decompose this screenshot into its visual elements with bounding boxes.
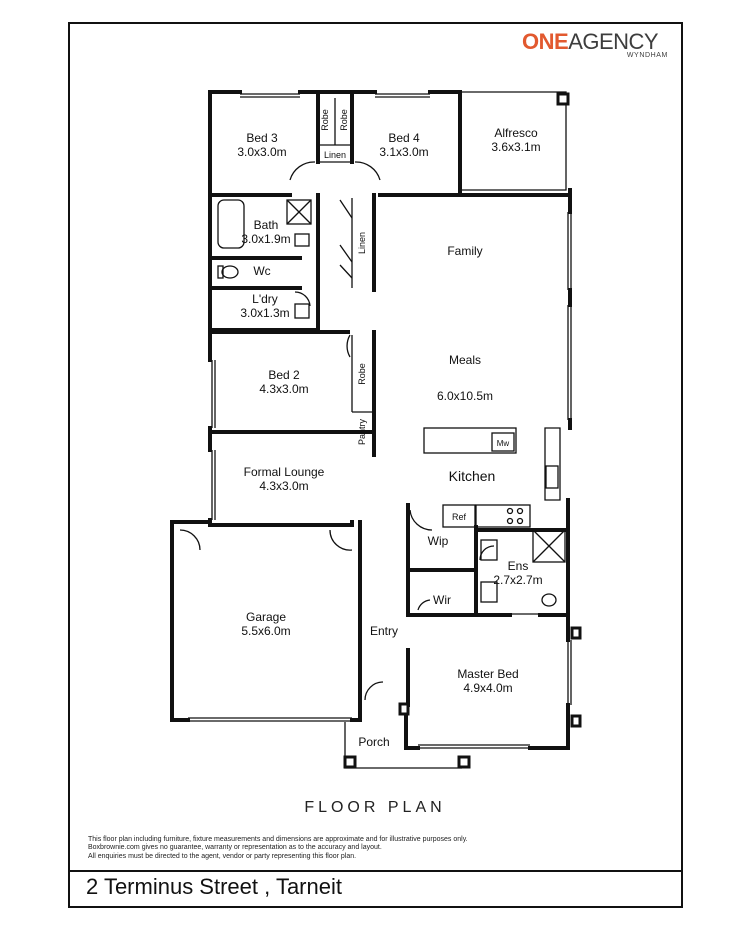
pantry-label: Pantry: [357, 419, 367, 446]
disclaimer-line: All enquiries must be directed to the ag…: [88, 852, 357, 860]
room-wc: Wc: [244, 264, 280, 278]
room-formal-lounge-name: Formal Lounge: [243, 465, 325, 479]
room-master-bed-name: Master Bed: [457, 667, 519, 681]
logo-one: ONE: [522, 29, 569, 54]
room-laundry: L'dry 3.0x1.3m: [236, 292, 294, 320]
room-bed-2: Bed 2 4.3x3.0m: [252, 368, 316, 396]
room-bath: Bath 3.0x1.9m: [238, 218, 294, 246]
room-entry-name: Entry: [369, 624, 398, 638]
room-master-bed-size: 4.9x4.0m: [463, 681, 513, 695]
room-bath-size: 3.0x1.9m: [241, 232, 291, 246]
room-meals: Meals: [428, 353, 502, 367]
footer-divider: [68, 870, 683, 872]
linen-hall-label: Linen: [323, 150, 347, 160]
room-bed-3-size: 3.0x3.0m: [237, 145, 287, 159]
room-ensuite: Ens 2.7x2.7m: [488, 559, 548, 587]
room-bed-3-name: Bed 3: [246, 131, 278, 145]
room-meals-size: 6.0x10.5m: [436, 389, 494, 403]
robe-bed-3-label: Robe: [320, 109, 330, 131]
room-bed-3: Bed 3 3.0x3.0m: [232, 131, 292, 159]
room-bed-2-name: Bed 2: [268, 368, 300, 382]
room-alfresco-size: 3.6x3.1m: [491, 140, 541, 154]
logo-agency: AGENCY: [568, 29, 659, 54]
room-wip-name: Wip: [427, 534, 449, 548]
room-kitchen: Kitchen: [436, 468, 508, 485]
room-wc-name: Wc: [253, 264, 271, 278]
room-wip: Wip: [424, 534, 452, 548]
room-bath-name: Bath: [253, 218, 279, 232]
room-bed-4-name: Bed 4: [388, 131, 420, 145]
room-garage-name: Garage: [245, 610, 287, 624]
room-garage: Garage 5.5x6.0m: [232, 610, 300, 638]
linen-family-label: Linen: [357, 231, 367, 255]
robe-bed-2-label: Robe: [357, 363, 367, 385]
room-bed-4-size: 3.1x3.0m: [379, 145, 429, 159]
plan-border: [68, 22, 683, 908]
room-family-name: Family: [447, 244, 483, 258]
robe-bed-4-label: Robe: [339, 109, 349, 131]
room-porch: Porch: [354, 735, 394, 749]
room-kitchen-name: Kitchen: [448, 468, 496, 484]
room-ensuite-name: Ens: [507, 559, 529, 573]
floor-plan-title: FLOOR PLAN: [304, 799, 446, 816]
room-laundry-name: L'dry: [252, 292, 278, 306]
disclaimer: This floor plan including furniture, fix…: [88, 836, 528, 861]
fridge-label: Ref: [451, 512, 466, 522]
disclaimer-line: This floor plan including furniture, fix…: [88, 836, 468, 843]
thick-walls: [170, 90, 572, 750]
room-laundry-size: 3.0x1.3m: [240, 306, 290, 320]
property-address: 2 Terminus Street , Tarneit: [86, 874, 342, 899]
room-alfresco: Alfresco 3.6x3.1m: [484, 126, 548, 154]
room-meals-size-label: 6.0x10.5m: [428, 389, 502, 403]
logo-branch: WYNDHAM: [626, 52, 668, 59]
room-formal-lounge: Formal Lounge 4.3x3.0m: [236, 465, 332, 493]
room-meals-name: Meals: [448, 353, 481, 367]
room-alfresco-name: Alfresco: [494, 126, 538, 140]
room-master-bed: Master Bed 4.9x4.0m: [448, 667, 528, 695]
room-family: Family: [440, 244, 490, 258]
room-wir: Wir: [428, 593, 456, 607]
room-bed-4: Bed 4 3.1x3.0m: [372, 131, 436, 159]
room-garage-size: 5.5x6.0m: [241, 624, 291, 638]
room-porch-name: Porch: [358, 735, 390, 749]
room-entry: Entry: [364, 624, 404, 638]
microwave-label: Mw: [496, 439, 510, 448]
column-posts: [343, 92, 582, 769]
agency-logo: ONEAGENCY WYNDHAM: [522, 30, 672, 64]
disclaimer-line: Boxbrownie.com gives no guarantee, warra…: [88, 844, 382, 852]
room-bed-2-size: 4.3x3.0m: [259, 382, 309, 396]
room-wir-name: Wir: [433, 593, 451, 607]
room-ensuite-size: 2.7x2.7m: [493, 573, 543, 587]
room-formal-lounge-size: 4.3x3.0m: [259, 479, 309, 493]
